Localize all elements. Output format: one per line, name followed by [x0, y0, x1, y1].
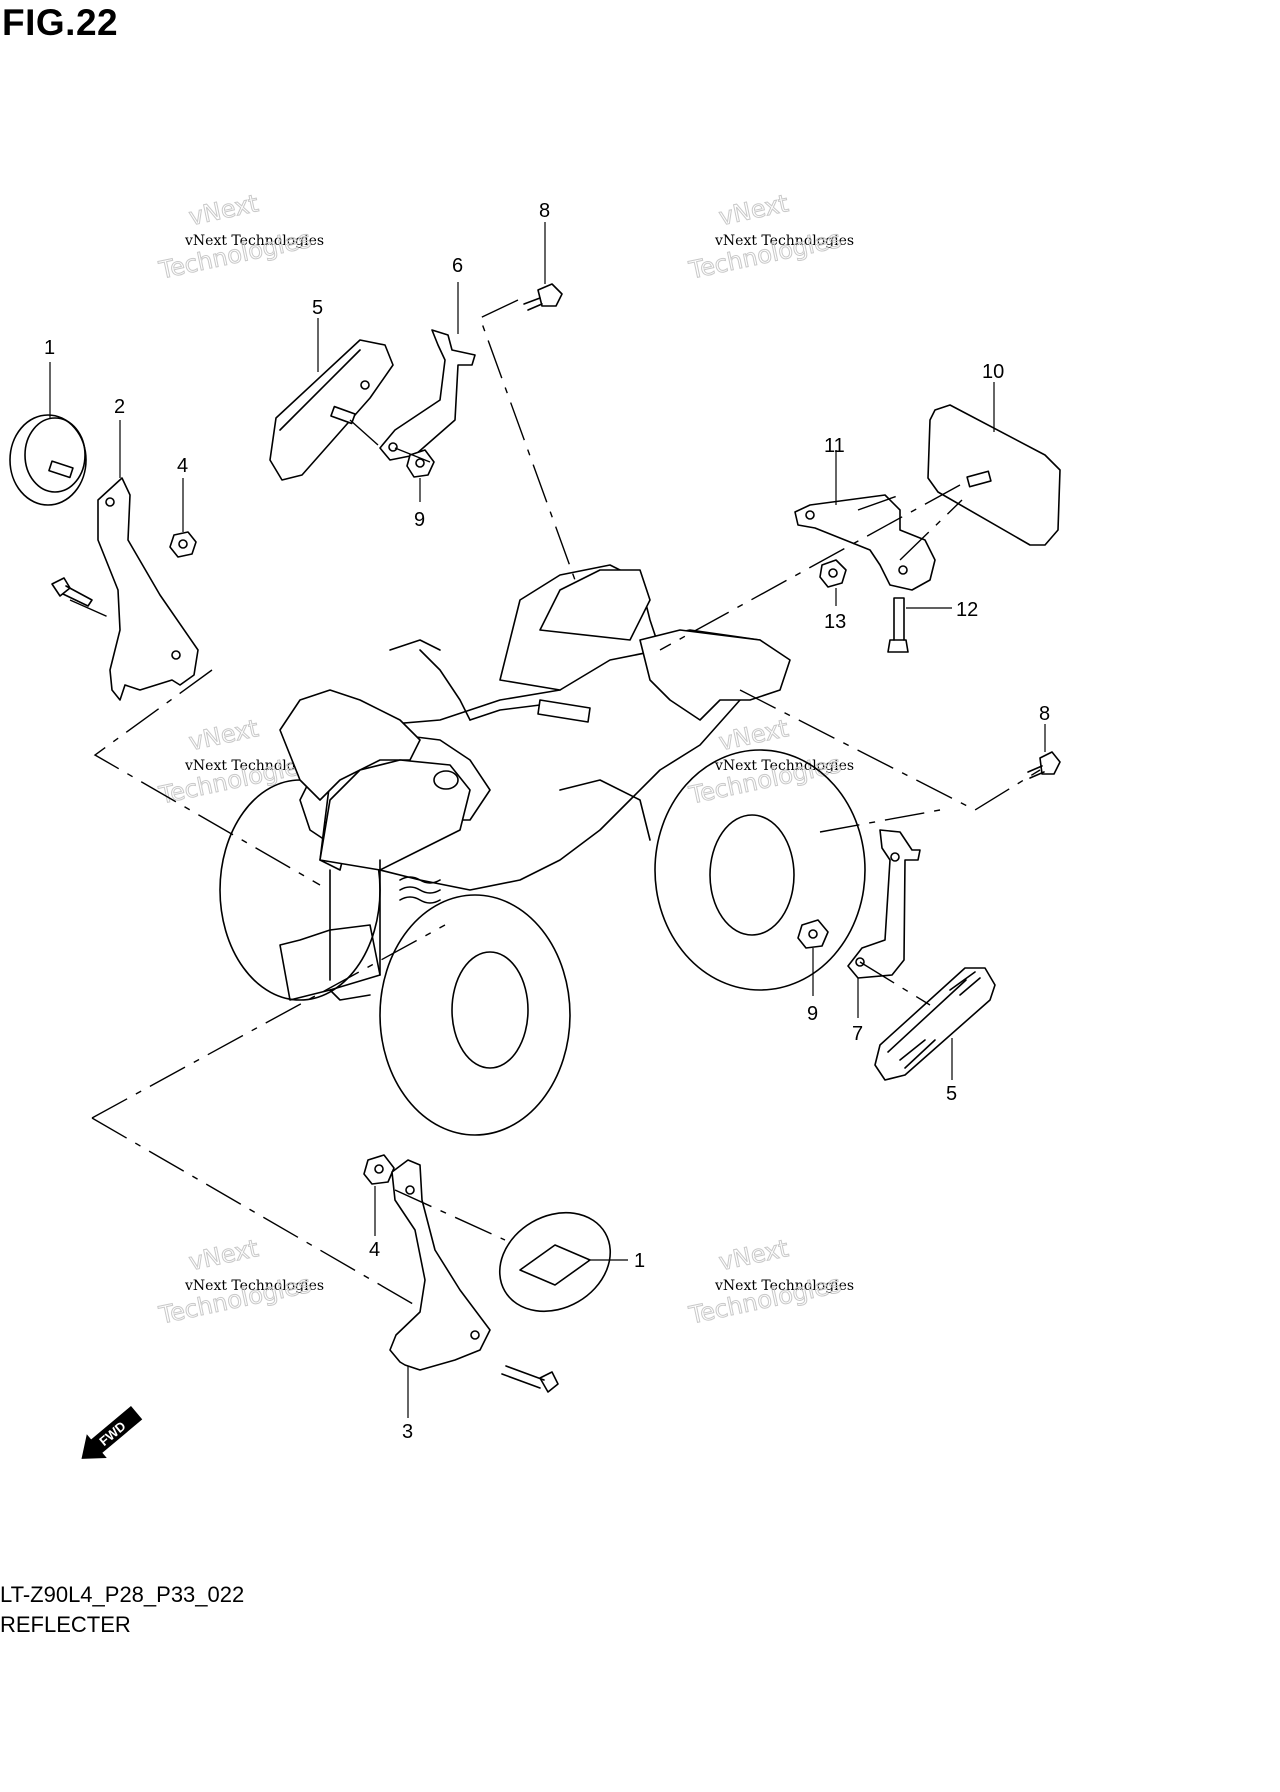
svg-text:vNext: vNext	[186, 1234, 260, 1276]
watermark-top-left: vNext vNext Technologies Technologies	[155, 189, 324, 285]
part-9-nut-top	[406, 449, 435, 478]
callout-8-right: 8	[1039, 703, 1050, 725]
callout-10: 10	[982, 361, 1004, 383]
callout-5-bottom: 5	[946, 1083, 957, 1105]
bolt-part-3	[501, 1365, 559, 1393]
svg-text:vNext: vNext	[716, 189, 790, 231]
callout-7: 7	[852, 1023, 863, 1045]
callout-1-top: 1	[44, 337, 55, 359]
callout-11: 11	[824, 435, 845, 457]
callout-9-top: 9	[414, 509, 425, 531]
bolt-part-2	[51, 577, 93, 607]
part-8-screw-right	[1027, 751, 1061, 779]
svg-text:vNext Technologies: vNext Technologies	[184, 1278, 324, 1294]
callout-3: 3	[402, 1421, 413, 1443]
part-1-round-reflector-top	[9, 414, 87, 506]
svg-text:vNext: vNext	[186, 714, 260, 756]
callout-5-top: 5	[312, 297, 323, 319]
svg-text:vNext Technologies: vNext Technologies	[714, 233, 854, 249]
part-9-nut-bottom	[797, 919, 829, 949]
svg-text:vNext Technologies: vNext Technologies	[184, 233, 324, 249]
part-3-bracket	[389, 1159, 491, 1371]
watermark-bottom-left: vNext vNext Technologies Technologies	[155, 1234, 324, 1330]
callout-1-bottom: 1	[634, 1250, 645, 1272]
forward-arrow-icon: FWD	[81, 1405, 143, 1459]
part-4-nut-bottom	[363, 1154, 395, 1185]
diagram-name: REFLECTER	[0, 1612, 131, 1637]
part-5-rect-reflector-top	[269, 339, 394, 481]
leader-lines	[49, 222, 1046, 1418]
part-4-nut-top	[169, 531, 197, 558]
figure-title: FIG.22	[2, 2, 119, 43]
part-7-bracket	[847, 829, 921, 979]
svg-text:vNext: vNext	[186, 189, 260, 231]
callout-4-bottom: 4	[369, 1239, 380, 1261]
svg-text:vNext Technologies: vNext Technologies	[714, 1278, 854, 1294]
part-13-nut	[819, 559, 847, 588]
callout-labels: 1 2 4 5 6 8 9 10 11 12 13 8 9 7 5 4 1 3	[44, 200, 1050, 1443]
part-10-rect-reflector	[927, 404, 1061, 546]
part-1-round-reflector-bottom	[498, 1211, 612, 1313]
diagram-code: LT-Z90L4_P28_P33_022	[0, 1582, 245, 1607]
part-5-rect-reflector-bottom	[874, 967, 996, 1081]
part-6-bracket	[379, 329, 476, 461]
callout-4-top: 4	[177, 455, 188, 477]
part-8-screw-top	[523, 283, 563, 311]
watermark-top-right: vNext vNext Technologies Technologies	[685, 189, 854, 285]
callout-6: 6	[452, 255, 463, 277]
watermark-bottom-right: vNext vNext Technologies Technologies	[685, 1234, 854, 1330]
part-12-screw	[887, 597, 909, 653]
callout-13: 13	[824, 611, 846, 633]
callout-2: 2	[114, 396, 125, 418]
part-2-bracket	[97, 477, 199, 701]
atv-body-drawing	[219, 564, 866, 1136]
part-11-bracket	[794, 494, 936, 591]
svg-text:vNext: vNext	[716, 1234, 790, 1276]
assembly-lines	[69, 299, 1041, 1309]
callout-12: 12	[956, 599, 978, 621]
callout-9-bottom: 9	[807, 1003, 818, 1025]
callout-8-top: 8	[539, 200, 550, 222]
svg-text:vNext Technologies: vNext Technologies	[184, 758, 324, 774]
